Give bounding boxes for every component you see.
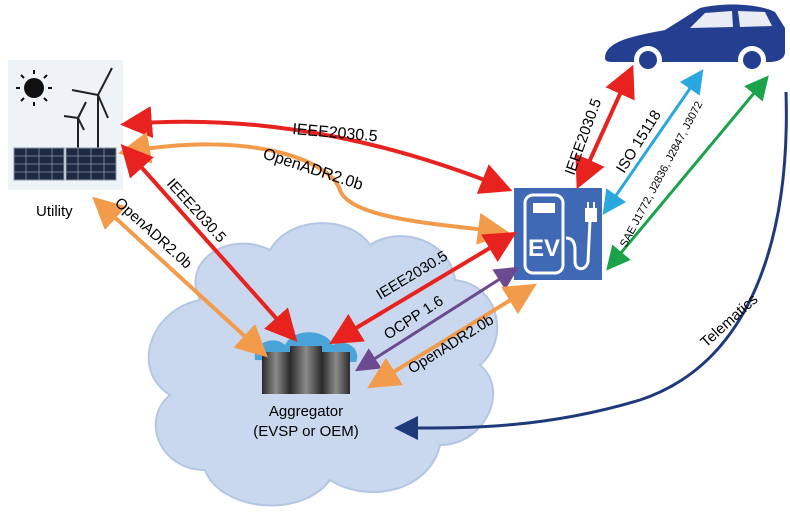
wind-turbine-icon: [63, 67, 113, 150]
utility-icon: [8, 60, 123, 190]
label-utility-agg-ieee: IEEE2030.5: [163, 175, 229, 246]
utility-label: Utility: [36, 203, 73, 220]
car-icon: [605, 4, 785, 74]
sun-icon: [16, 70, 52, 106]
label-utility-ev-openadr: OpenADR2.0b: [261, 146, 365, 194]
solar-panel-icon: [13, 147, 117, 181]
arrow-car-ev-sae: [606, 75, 769, 271]
ev-charger-icon: [514, 188, 602, 280]
aggregator-label: Aggregator: [269, 403, 343, 420]
arrow-agg-ev-openadr: [367, 283, 537, 389]
arrow-utility-agg-openadr: [92, 196, 268, 358]
label-telematics: Telematics: [697, 291, 761, 351]
charger-ev-text: EV: [528, 235, 560, 262]
label-car-ev-iso: ISO 15118: [613, 107, 665, 176]
aggregator-server-icon: [254, 332, 358, 394]
aggregator-sublabel: (EVSP or OEM): [253, 423, 359, 440]
label-utility-ev-ieee: IEEE2030.5: [292, 121, 379, 145]
arrow-telematics: [394, 91, 788, 441]
